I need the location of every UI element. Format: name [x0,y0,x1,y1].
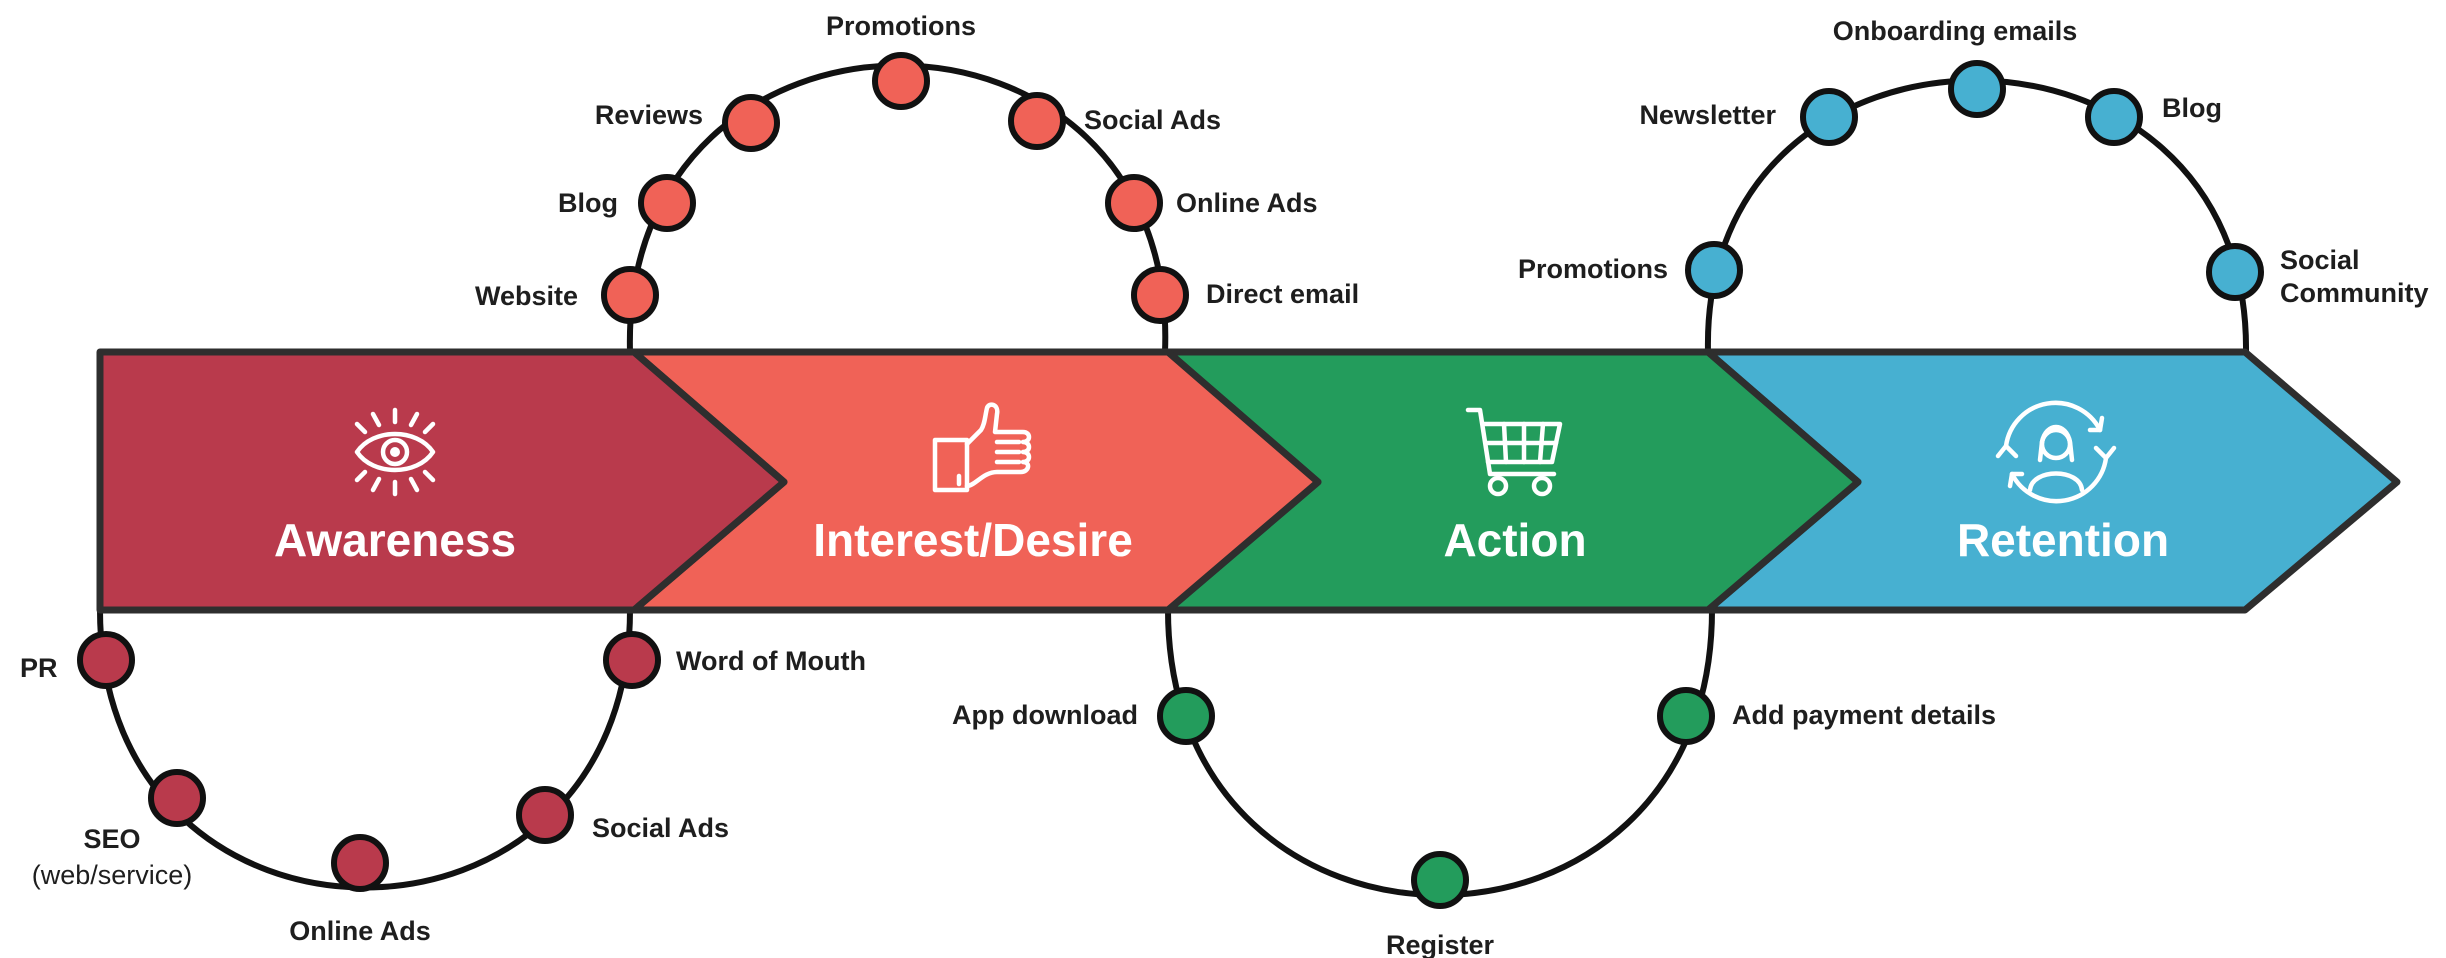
shopping-cart-icon [1465,407,1563,497]
touchpoint-node-social-ads [1008,92,1066,150]
touchpoint-node-online-ads-awareness [331,834,389,892]
touchpoint-label-blog-retention: Blog [2162,93,2222,123]
touchpoint-node-online-ads [1105,174,1163,232]
touchpoint-label-community: Community [2280,278,2429,308]
eye-icon [354,407,436,497]
touchpoint-label-promotions-retention: Promotions [1518,254,1668,284]
stage-title-awareness: Awareness [274,514,516,566]
touchpoint-node-pr [77,631,135,689]
stage-title-action: Action [1443,514,1586,566]
touchpoint-node-app-download [1157,687,1215,745]
touchpoint-node-word-of-mouth [603,631,661,689]
touchpoint-label-pr: PR [20,653,58,683]
stage-title-interest-desire: Interest/Desire [813,514,1133,566]
touchpoint-node-promotions-retention [1685,241,1743,299]
touchpoint-node-add-payment-details [1657,687,1715,745]
touchpoint-node-direct-email [1131,266,1189,324]
stage-title-retention: Retention [1957,514,2169,566]
touchpoint-label-promotions: Promotions [826,11,976,41]
touchpoint-label-seo-sub: (web/service) [32,860,193,890]
touchpoint-label-online-ads: Online Ads [1176,188,1318,218]
touchpoint-node-social-ads-awareness [516,786,574,844]
touchpoint-label-register: Register [1386,930,1495,958]
touchpoint-node-blog [638,174,696,232]
touchpoint-label-online-ads-awareness: Online Ads [289,916,431,946]
touchpoint-node-register [1411,851,1469,909]
touchpoint-label-social-ads: Social Ads [1084,105,1221,135]
touchpoint-label-social-ads-awareness: Social Ads [592,813,729,843]
touchpoint-node-blog-retention [2085,88,2143,146]
touchpoint-label-website: Website [475,281,578,311]
touchpoint-label-word-of-mouth: Word of Mouth [676,646,866,676]
touchpoint-label-add-payment-details: Add payment details [1732,700,1996,730]
thumbs-up-icon [932,402,1032,493]
touchpoint-node-promotions [872,52,930,110]
touchpoint-node-newsletter [1800,88,1858,146]
touchpoint-node-reviews [722,94,780,152]
touchpoint-label-onboarding-emails: Onboarding emails [1833,16,2078,46]
touchpoint-label-seo: SEO [83,824,140,854]
awareness-stage-shape [96,348,788,614]
touchpoint-node-onboarding-emails [1948,60,2006,118]
touchpoint-label-blog: Blog [558,188,618,218]
touchpoint-label-newsletter: Newsletter [1639,100,1776,130]
touchpoint-node-seo [148,769,206,827]
touchpoint-label-reviews: Reviews [595,100,703,130]
touchpoint-node-social-community [2206,243,2264,301]
touchpoint-label-app-download: App download [952,700,1138,730]
touchpoint-node-website [601,266,659,324]
person-refresh-icon [1995,400,2117,504]
touchpoint-label-direct-email: Direct email [1206,279,1359,309]
touchpoint-label-social: Social [2280,245,2360,275]
